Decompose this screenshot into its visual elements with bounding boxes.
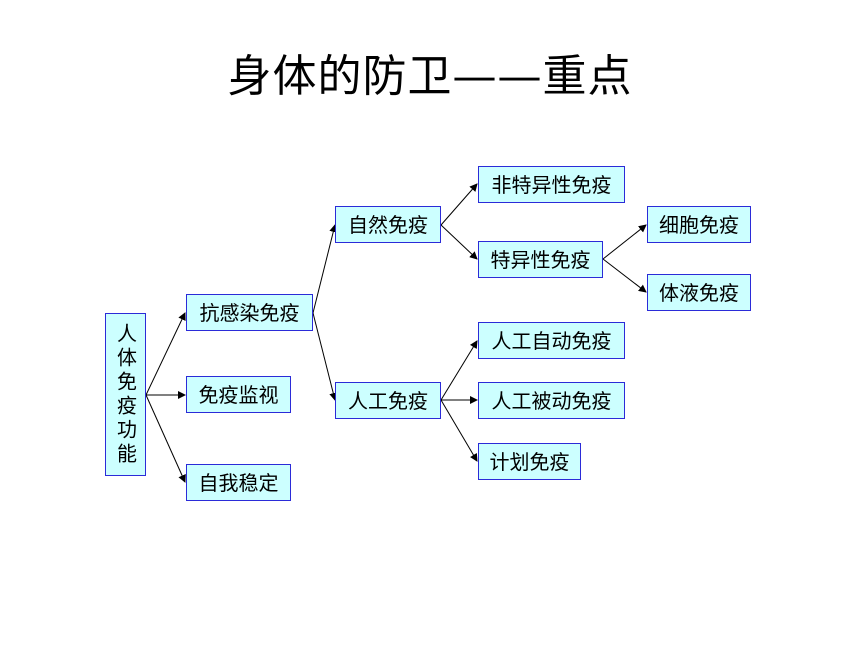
arrow-artificial-to-planned (440, 399, 478, 462)
arrow-anti-infection-to-natural (312, 224, 338, 314)
node-self-stability: 自我稳定 (186, 464, 291, 501)
node-planned-immunity: 计划免疫 (478, 443, 581, 480)
node-nonspecific-immunity: 非特异性免疫 (478, 166, 625, 203)
node-artificial-immunity: 人工免疫 (335, 382, 441, 419)
node-root-immune-function: 人体免疫功能 (105, 313, 146, 476)
arrow-natural-to-specific (440, 224, 478, 260)
arrow-natural-to-nonspecific (440, 183, 478, 226)
node-natural-immunity: 自然免疫 (335, 206, 441, 243)
arrow-anti-infection-to-artificial (312, 312, 338, 401)
node-specific-immunity: 特异性免疫 (478, 241, 603, 278)
node-anti-infection-immunity: 抗感染免疫 (186, 294, 313, 331)
node-passive-artificial-immunity: 人工被动免疫 (478, 382, 625, 419)
arrow-root-to-self-stability (145, 394, 186, 483)
node-cellular-immunity: 细胞免疫 (647, 206, 751, 243)
arrow-specific-to-cellular (602, 224, 647, 260)
node-humoral-immunity: 体液免疫 (647, 274, 751, 311)
arrow-specific-to-humoral (602, 258, 647, 293)
page-title: 身体的防卫——重点 (227, 51, 633, 102)
arrow-artificial-to-active (440, 340, 478, 401)
arrow-root-to-anti-infection (145, 312, 186, 396)
node-immune-surveillance: 免疫监视 (186, 376, 291, 413)
node-active-artificial-immunity: 人工自动免疫 (478, 322, 625, 359)
